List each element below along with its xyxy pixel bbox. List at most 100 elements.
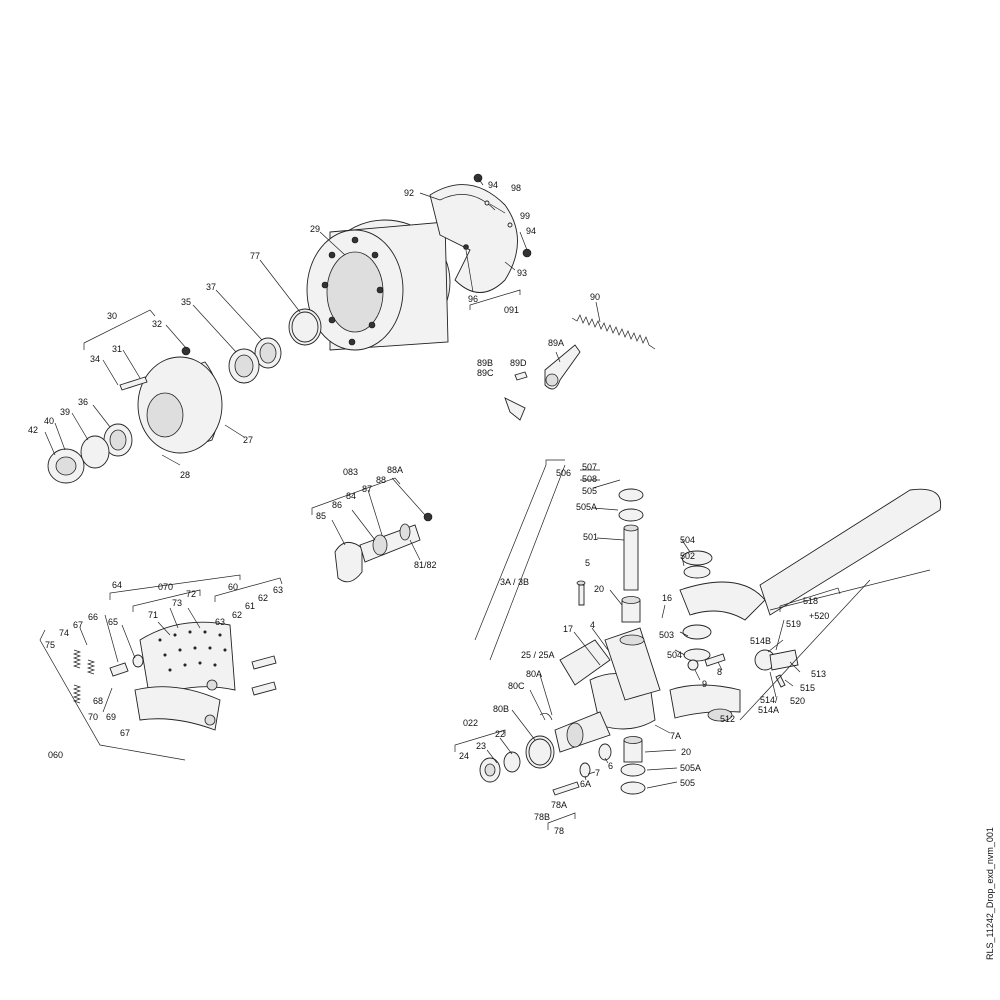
callout-69: 69	[106, 712, 116, 722]
callout-90: 90	[590, 292, 600, 302]
callout-labels: 92 94 98 99 94 93 96 091 29 77 37 35 30 …	[28, 180, 829, 836]
callout-plus-520: +520	[809, 611, 829, 621]
callout-514a: 514A	[758, 705, 779, 715]
callout-93: 93	[517, 268, 527, 278]
drawing-id: RLS_11242_Drop_exd_nvm_001	[985, 827, 995, 960]
callout-88: 88	[376, 475, 386, 485]
callout-501: 501	[583, 532, 598, 542]
callout-083: 083	[343, 467, 358, 477]
bushing-20-upper	[621, 596, 641, 623]
callout-34: 34	[90, 354, 100, 364]
steering-knuckle-assembly	[554, 627, 661, 753]
callout-89a: 89A	[548, 338, 564, 348]
callout-17: 17	[563, 624, 573, 634]
brake-shoes-060	[72, 621, 277, 731]
callout-6: 6	[608, 761, 613, 771]
slack-adjuster-89a	[504, 344, 581, 421]
callout-89b: 89B	[477, 358, 493, 368]
callout-28: 28	[180, 470, 190, 480]
callout-20-upper: 20	[594, 584, 604, 594]
callout-508: 508	[582, 474, 597, 484]
callout-85: 85	[316, 511, 326, 521]
callout-96: 96	[468, 294, 478, 304]
brake-drum-29	[306, 219, 451, 351]
callout-519: 519	[786, 619, 801, 629]
callout-091: 091	[504, 305, 519, 315]
callout-39: 39	[60, 407, 70, 417]
dust-shield-091	[429, 173, 532, 310]
return-spring-90	[571, 314, 656, 350]
callout-81-82: 81/82	[414, 560, 437, 570]
callout-22: 22	[495, 729, 505, 739]
callout-31: 31	[112, 344, 122, 354]
callout-89d: 89D	[510, 358, 527, 368]
callout-513: 513	[811, 669, 826, 679]
callout-84: 84	[346, 491, 356, 501]
callout-78a: 78A	[551, 800, 567, 810]
callout-5: 5	[585, 558, 590, 568]
steering-arm-512	[669, 581, 766, 722]
thrust-bearing-502	[681, 550, 713, 579]
king-pin-501	[623, 524, 639, 591]
callout-62-right: 62	[258, 593, 268, 603]
callout-67-bottom: 67	[120, 728, 130, 738]
callout-27: 27	[243, 435, 253, 445]
callout-505a-bottom: 505A	[680, 763, 701, 773]
callout-72: 72	[186, 589, 196, 599]
callout-94-lower: 94	[526, 226, 536, 236]
callout-64: 64	[112, 580, 122, 590]
rings-6-7	[579, 743, 612, 778]
callout-24: 24	[459, 751, 469, 761]
callout-98: 98	[511, 183, 521, 193]
callout-67-top: 67	[73, 620, 83, 630]
bearing-35	[228, 348, 260, 384]
callout-504-bottom: 504	[667, 650, 682, 660]
callout-505-top: 505	[582, 486, 597, 496]
callout-80b: 80B	[493, 704, 509, 714]
callout-070: 070	[158, 582, 173, 592]
callout-75: 75	[45, 640, 55, 650]
callout-66: 66	[88, 612, 98, 622]
callout-78b: 78B	[534, 812, 550, 822]
bushing-20-lower	[623, 736, 643, 763]
callout-88a: 88A	[387, 465, 403, 475]
bearing-36	[103, 423, 133, 457]
callout-86: 86	[332, 500, 342, 510]
callout-4: 4	[590, 620, 595, 630]
callout-6a: 6A	[580, 779, 591, 789]
callout-504-top: 504	[680, 535, 695, 545]
callout-8: 8	[717, 667, 722, 677]
callout-7a: 7A	[670, 731, 681, 741]
callout-87: 87	[362, 484, 372, 494]
callout-89c: 89C	[477, 368, 494, 378]
callout-30: 30	[107, 311, 117, 321]
cap-505-upper	[618, 488, 644, 522]
callout-65: 65	[108, 617, 118, 627]
callout-63-left: 63	[215, 617, 225, 627]
brake-lining-rivets	[158, 630, 227, 672]
callout-60: 60	[228, 582, 238, 592]
callout-505-bottom: 505	[680, 778, 695, 788]
callout-80a: 80A	[526, 669, 542, 679]
callout-16: 16	[662, 593, 672, 603]
gasket-39	[80, 435, 110, 469]
nut-9	[687, 659, 699, 671]
callout-73: 73	[172, 598, 182, 608]
callout-502: 502	[680, 551, 695, 561]
callout-506: 506	[556, 468, 571, 478]
thrust-bearing-503	[682, 624, 712, 662]
hub-cap-40	[47, 448, 85, 484]
callout-37: 37	[206, 282, 216, 292]
callout-68: 68	[93, 696, 103, 706]
callout-060: 060	[48, 750, 63, 760]
callout-25-25a: 25 / 25A	[521, 650, 555, 660]
tie-rod-end-514	[754, 649, 799, 688]
callout-518: 518	[803, 596, 818, 606]
callout-520: 520	[790, 696, 805, 706]
callout-32: 32	[152, 319, 162, 329]
pin-78	[552, 781, 580, 796]
callout-512: 512	[720, 714, 735, 724]
callout-022: 022	[463, 718, 478, 728]
callout-42: 42	[28, 425, 38, 435]
